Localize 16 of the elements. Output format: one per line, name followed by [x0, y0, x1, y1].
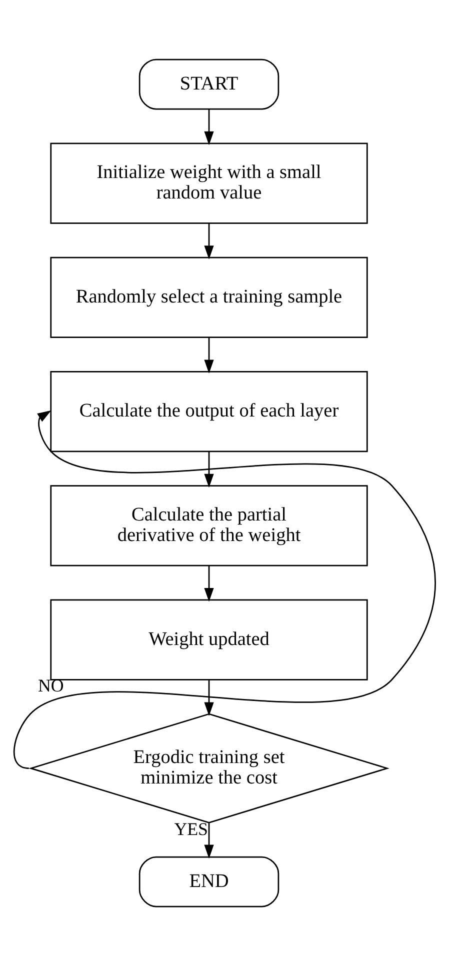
node-box: Initialize weight with a small random value — [50, 142, 368, 224]
node-diamond: Ergodic training set minimize the cost — [28, 712, 390, 823]
node-box: END — [138, 856, 280, 907]
arrow — [204, 565, 214, 602]
arrow — [204, 822, 214, 858]
arrow — [204, 108, 214, 145]
arrow — [204, 223, 214, 259]
arrow — [204, 337, 214, 373]
node-box: Weight updated — [50, 598, 368, 680]
node-box: START — [138, 58, 280, 110]
arrow — [204, 680, 214, 716]
arrow — [14, 410, 436, 768]
node-box: Randomly select a training sample — [50, 256, 368, 338]
node-box: Calculate the output of each layer — [50, 370, 368, 452]
node-box: Calculate the partial derivative of the weight — [50, 484, 368, 566]
arrow — [204, 451, 214, 488]
